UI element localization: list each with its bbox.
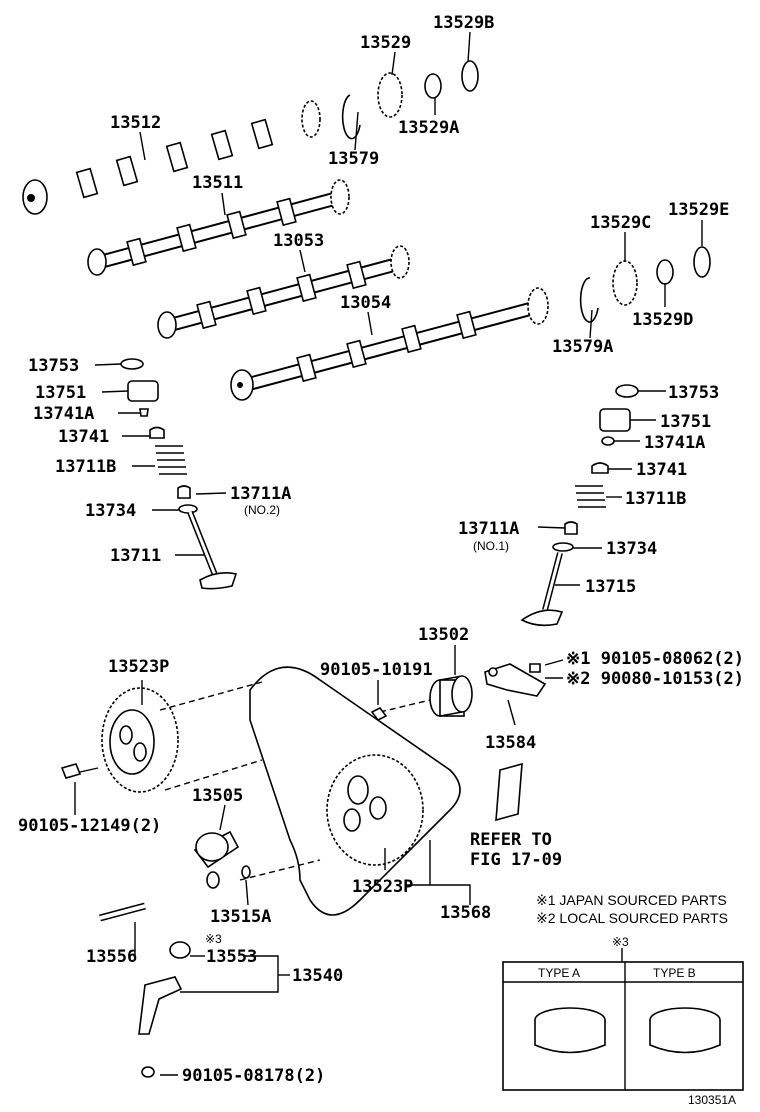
- label-13512: 13512: [110, 113, 161, 133]
- idler-pulley-13502: [370, 675, 473, 722]
- label-13553-mark: ※3: [205, 932, 222, 946]
- label-left-13751: 13751: [35, 383, 86, 403]
- label-left-13711a: 13711A: [230, 484, 291, 504]
- label-13579: 13579: [328, 149, 379, 169]
- label-13529c: 13529C: [590, 213, 651, 233]
- leader-lines: [74, 31, 703, 1076]
- box-mark: ※3: [612, 935, 629, 949]
- label-90105-10191: 90105-10191: [320, 660, 433, 680]
- label-13529d: 13529D: [632, 310, 693, 330]
- label-right-13751: 13751: [660, 412, 711, 432]
- camshaft-13053: [157, 245, 410, 339]
- label-right-13741: 13741: [636, 460, 687, 480]
- label-90105-08062: ※1 90105-08062(2): [566, 649, 744, 669]
- cam-pulley-13523p: [60, 687, 179, 793]
- label-left-13753: 13753: [28, 356, 79, 376]
- label-13529a: 13529A: [398, 118, 459, 138]
- label-13568: 13568: [440, 903, 491, 923]
- part-labels: 13529B 13529 13529A 13579 13512 13511 13…: [18, 13, 744, 1107]
- label-13556: 13556: [86, 947, 137, 967]
- label-13584: 13584: [485, 733, 536, 753]
- label-13523p-bottom: 13523P: [352, 877, 413, 897]
- label-right-13711a: 13711A: [458, 519, 519, 539]
- label-right-13734: 13734: [606, 539, 657, 559]
- label-left-13711b: 13711B: [55, 457, 116, 477]
- label-right-13715: 13715: [585, 577, 636, 597]
- note-japan: ※1 JAPAN SOURCED PARTS: [536, 892, 727, 908]
- label-13505: 13505: [192, 786, 243, 806]
- bracket-13584: [484, 663, 547, 697]
- label-13529: 13529: [360, 33, 411, 53]
- note-local: ※2 LOCAL SOURCED PARTS: [536, 910, 728, 926]
- label-fig: FIG 17-09: [470, 850, 562, 870]
- type-b-label: TYPE B: [653, 966, 696, 980]
- label-90080-10153: ※2 90080-10153(2): [566, 669, 744, 689]
- camshaft-13511: [87, 179, 350, 276]
- timing-belt-13568: [249, 666, 461, 916]
- label-13579a: 13579A: [552, 337, 613, 357]
- label-90105-08178: 90105-08178(2): [182, 1066, 325, 1086]
- label-left-13741a: 13741A: [33, 404, 94, 424]
- label-left-13741: 13741: [58, 427, 109, 447]
- tensioner-13540: [138, 941, 191, 1078]
- label-13553: 13553: [206, 947, 257, 967]
- label-13053: 13053: [273, 231, 324, 251]
- figure-id: 130351A: [688, 1093, 736, 1107]
- label-13515a: 13515A: [210, 907, 271, 927]
- label-13511: 13511: [192, 173, 243, 193]
- label-13054: 13054: [340, 293, 391, 313]
- gear-set-13529c: [579, 246, 711, 323]
- label-left-13711: 13711: [110, 546, 161, 566]
- label-right-13711b: 13711B: [625, 489, 686, 509]
- label-13529e: 13529E: [668, 200, 729, 220]
- label-13502: 13502: [418, 625, 469, 645]
- label-13540: 13540: [292, 966, 343, 986]
- belt-section: [495, 762, 523, 822]
- valve-stack-right: [520, 384, 639, 627]
- type-a-label: TYPE A: [538, 966, 580, 980]
- label-13523p-top: 13523P: [108, 657, 169, 677]
- label-right-13711a-sub: (NO.1): [473, 539, 509, 553]
- camshaft-13512: [22, 100, 321, 215]
- valve-stack-left: [120, 358, 238, 590]
- camshaft-13054: [230, 287, 549, 401]
- label-13529b: 13529B: [433, 13, 494, 33]
- label-left-13711a-sub: (NO.2): [244, 503, 280, 517]
- label-left-13734: 13734: [85, 501, 136, 521]
- label-right-13741a: 13741A: [644, 433, 705, 453]
- tensioner-13505: [99, 830, 251, 922]
- label-right-13753: 13753: [668, 383, 719, 403]
- label-refer-to: REFER TO: [470, 830, 552, 850]
- type-box: [502, 961, 744, 1091]
- gear-set-13529: [341, 60, 479, 140]
- label-90105-12149: 90105-12149(2): [18, 816, 161, 836]
